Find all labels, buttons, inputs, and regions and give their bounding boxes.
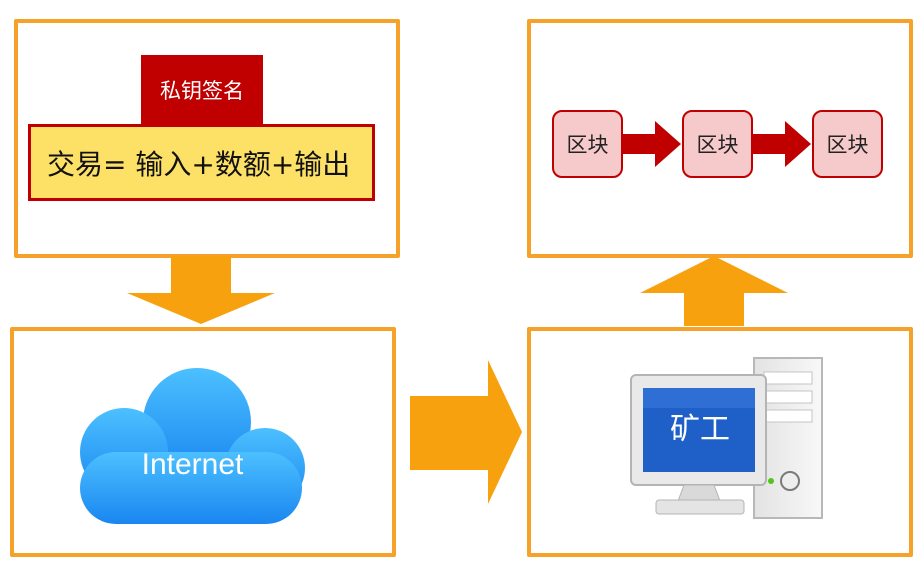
cloud-icon (80, 368, 305, 524)
block-label: 区块 (566, 133, 609, 157)
block-node: 区块 (552, 110, 623, 178)
chain-arrow-2 (753, 121, 811, 167)
miner-label: 矿工 (670, 412, 730, 447)
transaction-formula-box: 交易= 输入+数额+输出 (28, 124, 375, 201)
up-flow-arrow (640, 256, 788, 326)
block-node: 区块 (812, 110, 883, 178)
chain-arrow-1 (623, 121, 681, 167)
block-node: 区块 (682, 110, 753, 178)
down-flow-arrow (127, 256, 275, 324)
block-label: 区块 (826, 133, 869, 157)
internet-label: Internet (141, 448, 244, 481)
computer-icon (630, 357, 823, 519)
right-flow-arrow (410, 360, 522, 504)
transaction-formula-text: 交易= 输入+数额+输出 (47, 147, 351, 181)
private-key-signature-label: 私钥签名 (141, 55, 263, 125)
block-label: 区块 (696, 133, 739, 157)
